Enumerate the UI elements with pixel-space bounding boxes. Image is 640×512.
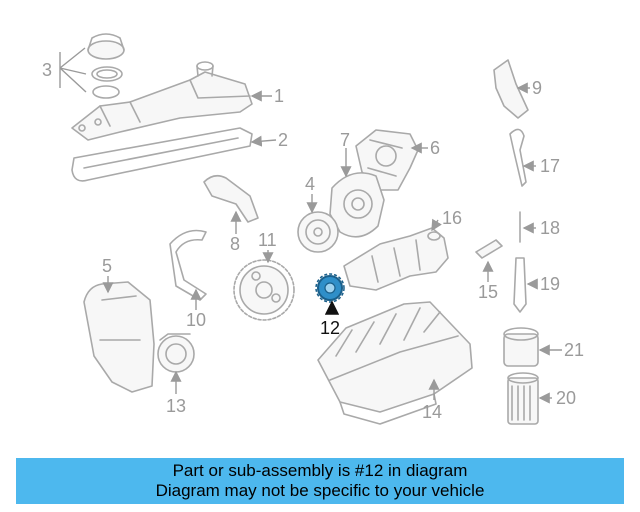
callout-7: 7 <box>340 130 350 150</box>
callout-12-highlighted: 12 <box>320 318 340 338</box>
exploded-parts-diagram: 1 2 3 4 5 6 7 8 9 10 11 12 13 14 15 16 1… <box>42 33 584 425</box>
callout-9: 9 <box>532 78 542 98</box>
callout-4: 4 <box>305 174 315 194</box>
callout-18: 18 <box>540 218 560 238</box>
callout-2: 2 <box>278 130 288 150</box>
callout-8: 8 <box>230 234 240 254</box>
sealant-tube-part <box>475 239 503 259</box>
belt-guard-part <box>203 174 259 223</box>
callout-5: 5 <box>102 256 112 276</box>
idler-pulley-part <box>157 333 195 373</box>
filter-housing-part <box>503 327 539 367</box>
leader-lines <box>102 82 562 404</box>
callout-13: 13 <box>166 396 186 416</box>
banner-disclaimer: Diagram may not be specific to your vehi… <box>155 481 485 500</box>
valve-cover-part <box>71 61 253 141</box>
callout-11: 11 <box>258 230 277 250</box>
oil-filler-cap-part <box>87 33 125 99</box>
callout-20: 20 <box>556 388 576 408</box>
valve-cover-gasket-part <box>71 127 253 182</box>
callout-14: 14 <box>422 402 442 422</box>
callout-10: 10 <box>186 310 206 330</box>
callout-17: 17 <box>540 156 560 176</box>
banner-part-reference: Part or sub-assembly is #12 in diagram <box>172 461 468 480</box>
timing-gear-part <box>233 259 295 321</box>
oil-baffle-part <box>343 227 449 291</box>
oil-pan-part <box>317 301 473 425</box>
support-bracket-part <box>493 59 529 119</box>
callout-3: 3 <box>42 60 52 80</box>
oil-filter-part <box>507 372 539 425</box>
tensioner-guide-part <box>169 229 207 301</box>
oil-pump-gear-highlighted-part <box>315 273 345 303</box>
callout-15: 15 <box>478 282 498 302</box>
callout-21: 21 <box>564 340 584 360</box>
callout-16: 16 <box>442 208 462 228</box>
callout-1: 1 <box>274 86 284 106</box>
dipstick-guide-part <box>513 257 527 313</box>
timing-belt-cover-part <box>83 281 155 393</box>
pulley-part <box>297 211 339 253</box>
dipstick-tube-part <box>509 128 527 187</box>
info-banner: Part or sub-assembly is #12 in diagram D… <box>16 458 624 504</box>
callout-19: 19 <box>540 274 560 294</box>
callout-6: 6 <box>430 138 440 158</box>
